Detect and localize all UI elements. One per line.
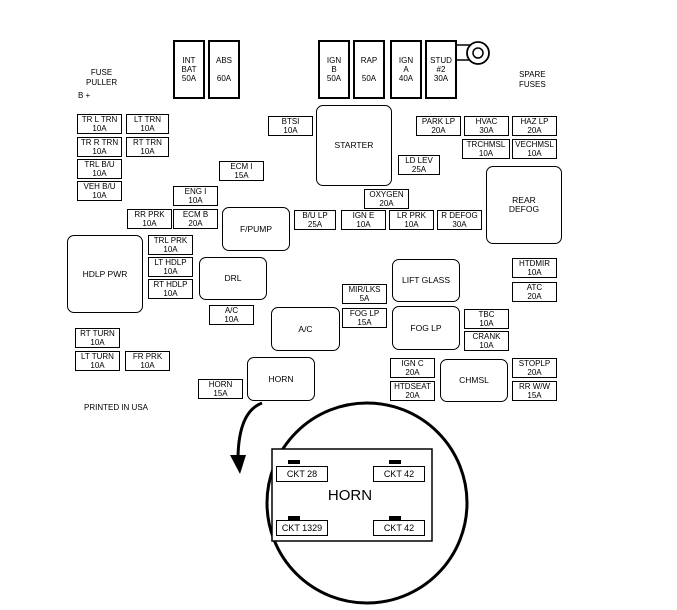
terminal-ckt-42-top	[389, 460, 401, 464]
fuse-r-defog: R DEFOG 30A	[437, 210, 482, 230]
terminal-ckt-28	[288, 460, 300, 464]
fuse-rr-prk: RR PRK 10A	[127, 209, 172, 229]
relay-fog-lp: FOG LP	[392, 306, 460, 350]
relay-lift-glass: LIFT GLASS	[392, 259, 460, 302]
fuse-rap: RAP 50A	[353, 40, 385, 99]
fuse-htdseat: HTDSEAT 20A	[390, 381, 435, 401]
fuse-stoplp: STOPLP 20A	[512, 358, 557, 378]
fuse-htdmir: HTDMIR 10A	[512, 258, 557, 278]
relay-ac: A/C	[271, 307, 340, 351]
fuse-ign-e: IGN E 10A	[341, 210, 386, 230]
fuse-lt-turn: LT TURN 10A	[75, 351, 120, 371]
relay-drl: DRL	[199, 257, 267, 300]
fuse-btsi: BTSI 10A	[268, 116, 313, 136]
ckt-28-label: CKT 28	[276, 466, 328, 482]
fuse-eng-i: ENG I 10A	[173, 186, 218, 206]
fuse-bu-lp: B/U LP 25A	[294, 210, 336, 230]
fuse-rt-trn: RT TRN 10A	[126, 137, 169, 157]
fuse-tr-r-trn: TR R TRN 10A	[77, 137, 122, 157]
printed-in-usa: PRINTED IN USA	[84, 403, 149, 412]
relay-chmsl: CHMSL	[440, 359, 508, 402]
fuse-oxygen: OXYGEN 20A	[364, 189, 409, 209]
fuse-hvac: HVAC 30A	[464, 116, 509, 136]
fuse-trl-prk: TRL PRK 10A	[148, 235, 193, 255]
fuse-ign-a: IGN A 40A	[390, 40, 422, 99]
detail-arrow-head	[230, 455, 246, 474]
fuse-tbc: TBC 10A	[464, 309, 509, 329]
horn-detail-title: HORN	[327, 487, 373, 504]
fuse-puller-label: FUSE PULLER	[86, 68, 118, 87]
fuse-veh-bu: VEH B/U 10A	[77, 181, 122, 201]
fuse-atc: ATC 20A	[512, 282, 557, 302]
terminal-ckt-42-bottom	[389, 516, 401, 520]
relay-hdlp-pwr: HDLP PWR	[67, 235, 143, 313]
fuse-int-bat: INT BAT 50A	[173, 40, 205, 99]
relay-starter: STARTER	[316, 105, 392, 186]
fuse-lt-hdlp: LT HDLP 10A	[148, 257, 193, 277]
fuse-lt-trn: LT TRN 10A	[126, 114, 169, 134]
fuse-rr-ww: RR W/W 15A	[512, 381, 557, 401]
relay-f-pump: F/PUMP	[222, 207, 290, 251]
fuse-vechmsl: VECHMSL 10A	[512, 139, 557, 159]
ckt-42-bottom-label: CKT 42	[373, 520, 425, 536]
fuse-horn: HORN 15A	[198, 379, 243, 399]
fuse-stud-2: STUD #2 30A	[425, 40, 457, 99]
b-plus-label: B +	[78, 91, 91, 100]
fuse-ac: A/C 10A	[209, 305, 254, 325]
horn-detail-box	[271, 448, 433, 542]
fuse-trchmsl: TRCHMSL 10A	[462, 139, 510, 159]
fuse-crank: CRANK 10A	[464, 331, 509, 351]
relay-horn: HORN	[247, 357, 315, 401]
fuse-lr-prk: LR PRK 10A	[389, 210, 434, 230]
terminal-ckt-1329	[288, 516, 300, 520]
fuse-ign-b: IGN B 50A	[318, 40, 350, 99]
fuse-abs: ABS 60A	[208, 40, 240, 99]
fuse-rt-hdlp: RT HDLP 10A	[148, 279, 193, 299]
fuse-ecm-b: ECM B 20A	[173, 209, 218, 229]
fuse-fog-lp: FOG LP 15A	[342, 308, 387, 328]
fuse-ign-c: IGN C 20A	[390, 358, 435, 378]
fuse-mir-lks: MIR/LKS 5A	[342, 284, 387, 304]
fuse-rt-turn: RT TURN 10A	[75, 328, 120, 348]
relay-rear-defog: REAR DEFOG	[486, 166, 562, 244]
ckt-42-top-label: CKT 42	[373, 466, 425, 482]
fuse-park-lp: PARK LP 20A	[416, 116, 461, 136]
fuse-haz-lp: HAZ LP 20A	[512, 116, 557, 136]
fuse-ecm-i: ECM I 15A	[219, 161, 264, 181]
fuse-tr-l-trn: TR L TRN 10A	[77, 114, 122, 134]
ckt-1329-label: CKT 1329	[276, 520, 328, 536]
fuse-ld-lev: LD LEV 25A	[398, 155, 440, 175]
spare-fuses-label: SPARE FUSES	[519, 70, 546, 89]
fuse-trl-bu: TRL B/U 10A	[77, 159, 122, 179]
fuse-fr-prk: FR PRK 10A	[125, 351, 170, 371]
